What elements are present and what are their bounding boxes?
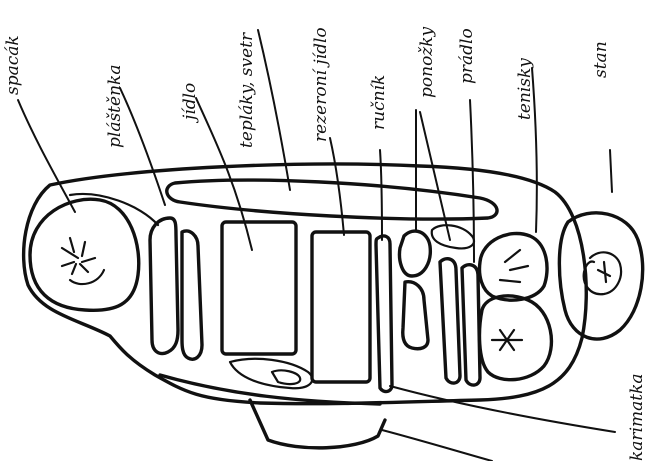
- sneakers-item: [480, 234, 552, 380]
- labels: spacák pláštěnka jídlo tepláky, svetr re…: [3, 26, 647, 461]
- label-teplaky-svetr: tepláky, svetr: [237, 32, 257, 148]
- label-tenisky: tenisky: [515, 58, 535, 120]
- label-karimatka: karimatka: [627, 373, 647, 461]
- rain-jacket-item: [150, 218, 202, 359]
- label-rucnik: ručník: [369, 75, 389, 130]
- sweatpants-sweater-item: [167, 180, 497, 219]
- sleeping-mat-item: [230, 359, 312, 388]
- sleeping-bag-roll: [30, 199, 139, 310]
- label-pradlo: prádlo: [457, 28, 477, 84]
- food-item: [222, 222, 296, 354]
- label-spacak: spacák: [3, 35, 23, 95]
- underwear-item: [440, 259, 480, 385]
- tent-roll: [559, 213, 642, 339]
- backpack-body: [24, 164, 587, 448]
- label-stan: stan: [591, 41, 611, 78]
- label-plastenka: pláštěnka: [105, 65, 125, 148]
- label-jidlo: jídlo: [180, 83, 200, 124]
- reserve-food-item: [312, 232, 370, 382]
- label-ponozky: ponožky: [417, 26, 437, 98]
- label-rezervni-jidlo: rezeroní jídlo: [311, 27, 331, 142]
- towel-item: [376, 236, 392, 392]
